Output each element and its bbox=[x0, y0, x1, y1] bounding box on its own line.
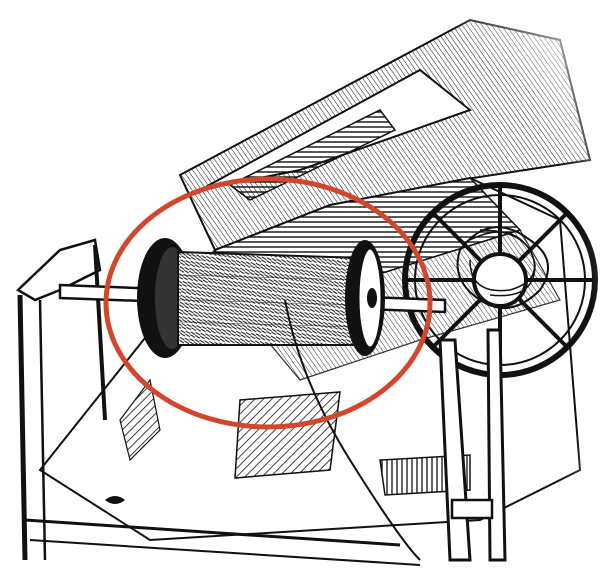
edge-vignette bbox=[0, 0, 600, 584]
illustration-canvas bbox=[0, 0, 600, 584]
illustration-svg bbox=[0, 0, 600, 584]
